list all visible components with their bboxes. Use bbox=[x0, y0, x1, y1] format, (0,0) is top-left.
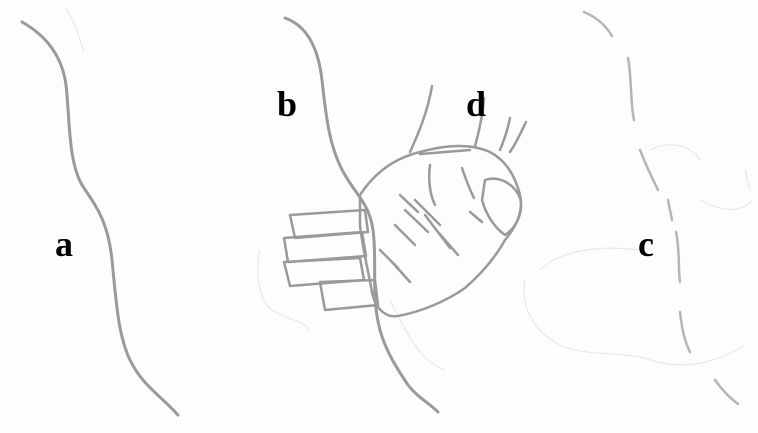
panel-label-a: a bbox=[55, 226, 73, 262]
trace-c bbox=[584, 12, 738, 404]
panel-label-c: c bbox=[638, 226, 654, 262]
panel-label-b: b bbox=[277, 86, 297, 122]
hand-outline bbox=[284, 86, 526, 316]
trace-a bbox=[22, 22, 178, 415]
faint-background-traces bbox=[66, 8, 752, 370]
panel-label-d: d bbox=[466, 86, 486, 122]
